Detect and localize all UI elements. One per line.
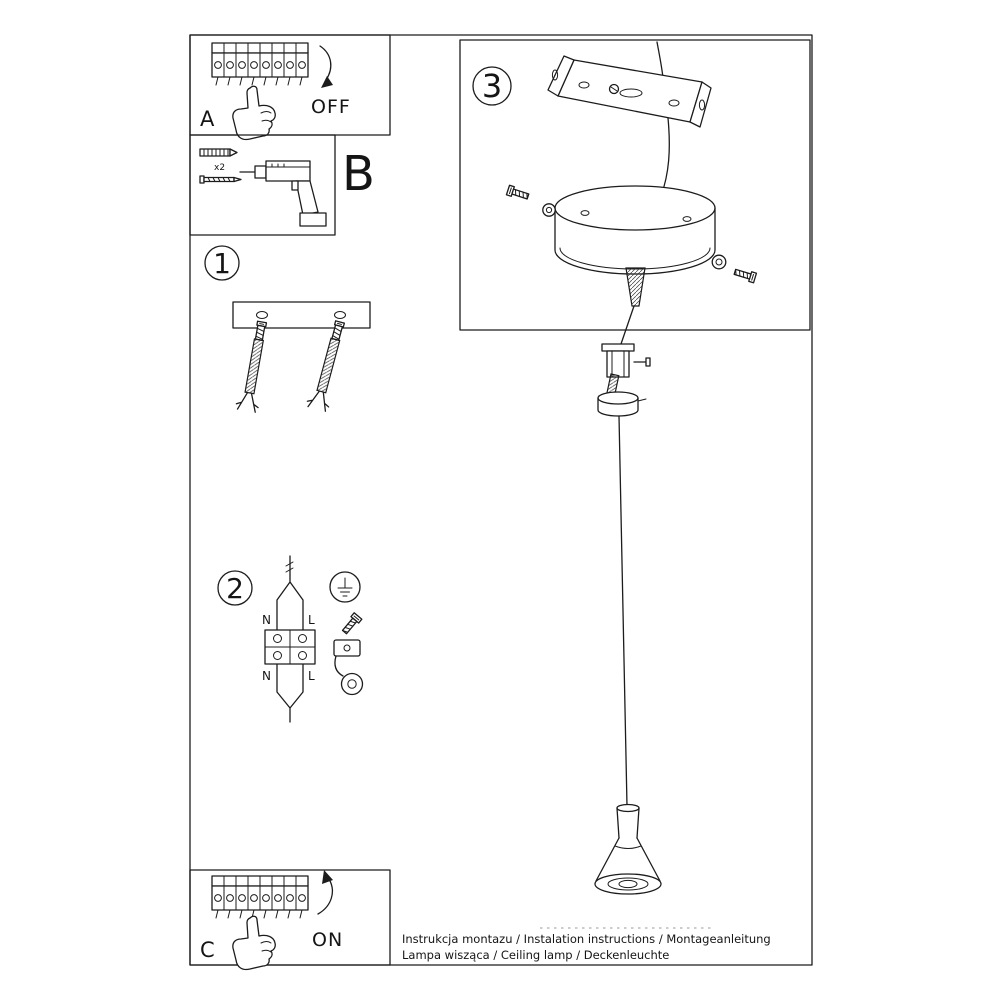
panel-a-letter: A: [200, 107, 215, 131]
panel-b-letter: B: [342, 146, 375, 202]
mounting-hole-left: [256, 311, 268, 319]
wall-anchor-right: [305, 318, 352, 413]
step-3-assembly: 3: [459, 39, 811, 331]
canopy-screw-right: [732, 266, 758, 284]
ground-symbol-icon: [329, 571, 361, 603]
wall-anchor-left: [234, 319, 274, 414]
footer-captions: Instrukcja montazu / Instalation instruc…: [402, 932, 771, 962]
screw-icon: [199, 175, 242, 184]
arrow-up-icon: [317, 870, 333, 915]
arrow-down-icon: [319, 45, 333, 88]
step-1-number: 1: [213, 247, 231, 280]
step-2-wiring: 2 N L N L: [217, 555, 364, 723]
ceiling-cable-upper: [656, 41, 664, 79]
drill-trigger: [291, 180, 299, 191]
panel-3-frame: [459, 39, 811, 331]
step-1-badge: [204, 245, 240, 281]
wire-label-n-top: N: [262, 613, 271, 627]
panel-c-letter: C: [200, 938, 215, 962]
suspension-cable-upper: [620, 305, 635, 345]
bulb-socket: [618, 879, 638, 889]
wire-label-l-bottom: L: [308, 669, 315, 683]
ceiling-cable-lower: [660, 117, 670, 197]
cord-grip: [625, 267, 646, 307]
pointing-hand-icon: [232, 85, 276, 141]
terminal-block-icon: [211, 42, 309, 86]
panel-a-power-off: OFF A: [189, 34, 391, 141]
drill-battery: [299, 212, 327, 227]
step-1-mounting: 1: [204, 245, 371, 414]
drill-icon: [239, 160, 327, 227]
washer-left: [542, 203, 556, 217]
panel-b-frame: [189, 134, 336, 236]
pointing-hand-icon: [232, 915, 276, 971]
page-border: [189, 34, 813, 966]
wall-plug-icon: [199, 148, 238, 157]
panel-b-tools: x2: [189, 134, 336, 236]
footer-line-1: Instrukcja montazu / Instalation instruc…: [402, 932, 771, 946]
wire-label-l-top: L: [308, 613, 315, 627]
drill-handle: [295, 180, 319, 216]
terminal-block-icon: [211, 875, 309, 919]
step-3-number: 3: [482, 67, 502, 105]
step-2-number: 2: [226, 572, 244, 605]
mounting-bracket: [547, 55, 712, 128]
wire-label-n-bottom: N: [262, 669, 271, 683]
wiring-cable: [276, 555, 304, 723]
footer-line-2: Lampa wisząca / Ceiling lamp / Deckenleu…: [402, 948, 669, 962]
detail-screw: [633, 357, 651, 367]
ground-clamp-icon: [333, 612, 364, 696]
strain-relief-detail: [597, 343, 651, 417]
step-3-badge: [472, 66, 512, 106]
off-label: OFF: [311, 96, 351, 118]
lamp-shade: [594, 803, 662, 895]
luster-terminal: [264, 629, 316, 665]
on-label: ON: [312, 929, 343, 951]
dowel-quantity-label: x2: [214, 163, 225, 173]
panel-c-power-on: ON C: [189, 869, 391, 971]
shade-opening: [594, 873, 662, 895]
washer-right: [711, 254, 727, 270]
mounting-bar: [232, 301, 371, 329]
mounting-hole-right: [334, 311, 346, 319]
pendant-cable: [618, 415, 628, 807]
step-2-badge: [217, 570, 253, 606]
canopy-screw-left: [505, 184, 531, 202]
panel-c-frame: [189, 869, 391, 966]
ceiling-canopy: [554, 185, 716, 307]
